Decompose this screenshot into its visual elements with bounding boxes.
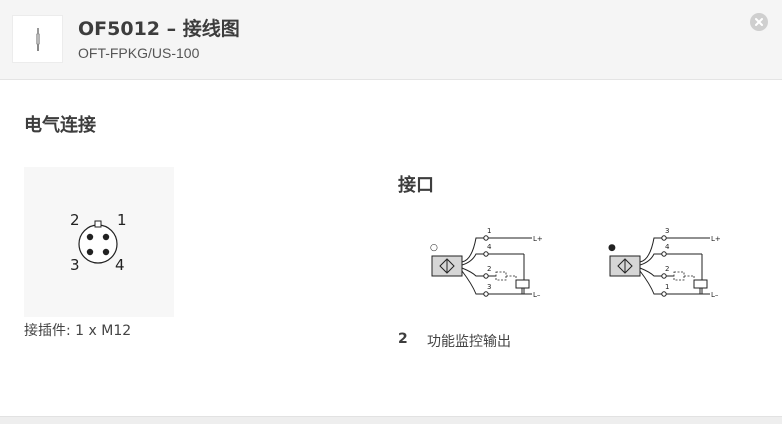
l-minus-label: L– — [711, 291, 719, 299]
l-plus-label: L+ — [711, 235, 721, 243]
pin-label: 2 — [487, 265, 491, 273]
pin-label: 4 — [115, 256, 125, 274]
pin-label: 1 — [487, 227, 491, 235]
pin-label: 2 — [70, 211, 80, 229]
connector-caption: 接插件: 1 x M12 — [24, 323, 132, 339]
sensor-thumbnail-icon — [36, 28, 40, 51]
legend-number: 2 — [398, 331, 408, 347]
close-icon — [755, 18, 763, 26]
product-code: OFT-FPKG/US-100 — [78, 45, 200, 61]
close-button[interactable] — [750, 13, 768, 31]
pin-label: 4 — [487, 243, 492, 251]
footer-divider — [0, 416, 782, 424]
product-thumbnail — [12, 15, 63, 63]
pin-label: 2 — [665, 265, 669, 273]
dialog-header: OF5012 – 接线图 OFT-FPKG/US-100 — [0, 0, 782, 80]
pin-label: 4 — [665, 243, 670, 251]
m12-connector-icon: 2 1 3 4 — [70, 211, 127, 274]
pin-label: 3 — [70, 256, 80, 274]
legend-text: 功能监控输出 — [427, 334, 511, 350]
output-marker: ○ — [430, 243, 438, 253]
connector-pinout-diagram: 2 1 3 4 — [24, 167, 174, 317]
page-title: OF5012 – 接线图 — [78, 18, 240, 40]
wiring-diagram-2: ● 3 4 2 1 L+ L– — [608, 227, 721, 299]
l-plus-label: L+ — [533, 235, 543, 243]
output-marker: ● — [608, 243, 616, 253]
pin-label: 3 — [487, 283, 491, 291]
pin-label: 1 — [117, 211, 127, 229]
section-title: 电气连接 — [24, 115, 96, 136]
pin-label: 1 — [665, 283, 669, 291]
pin-label: 3 — [665, 227, 669, 235]
l-minus-label: L– — [533, 291, 541, 299]
wiring-diagram-1: ○ 1 4 2 3 L+ L– — [430, 227, 543, 299]
interface-title: 接口 — [398, 175, 434, 196]
